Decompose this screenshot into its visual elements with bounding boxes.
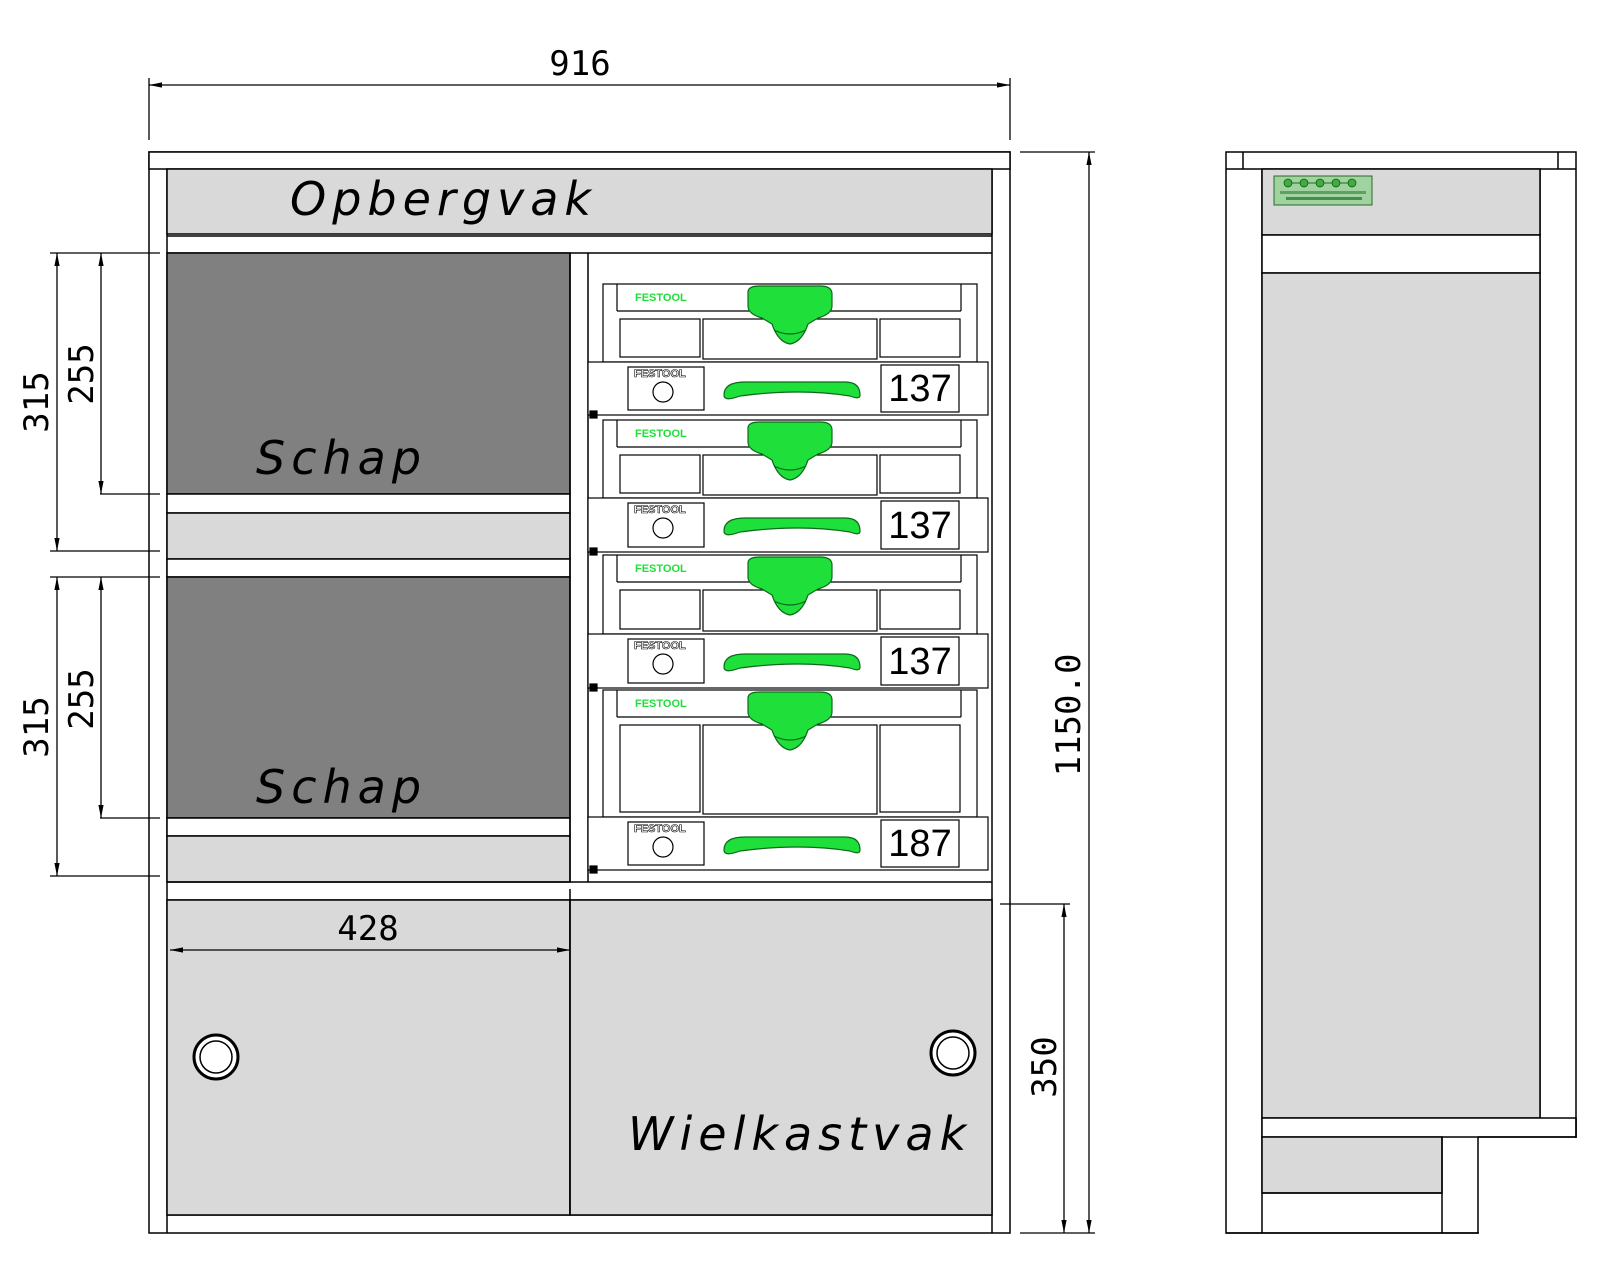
dimension-lines [50,78,1095,1234]
festool-brand-top: FESTOOL [635,292,687,304]
door-knob-left [192,1033,240,1081]
festool-brand-top: FESTOOL [635,698,687,710]
top-handle-icon [747,285,833,345]
label-shelf-bottom: Schap [256,760,427,814]
festool-brand-front: FESTOOL [634,640,686,652]
systainer-3: FESTOOL FESTOOL 137 [587,554,989,692]
festool-brand-front: FESTOOL [634,368,686,380]
wheel-bay-right-door [569,899,993,1216]
front-handle-icon [723,653,861,672]
front-handle-icon [723,836,861,855]
label-shelf-top: Schap [256,431,427,485]
label-wheel-bay: Wielkastvak [628,1107,972,1161]
side-view [1225,151,1577,1234]
storage-compartment [166,168,993,235]
systainer-size-label: 137 [888,505,951,547]
label-storage: Opbergvak [290,172,597,226]
top-handle-icon [747,691,833,751]
front-handle-icon [723,517,861,536]
dim-total-height: 1150.0 [1049,654,1089,777]
door-knob-right [929,1029,977,1077]
systainer-1: FESTOOL FESTOOL 137 [587,283,989,419]
festool-brand-front: FESTOOL [634,823,686,835]
front-handle-icon [723,381,861,400]
side-wheel-box [1261,1136,1443,1194]
systainer-size-label: 137 [888,641,951,683]
shelf-top-panel [166,252,571,495]
festool-brand-front: FESTOOL [634,504,686,516]
systainer-size-label: 187 [888,823,951,865]
top-handle-icon [747,556,833,616]
dim-wheel-bay-height: 350 [1025,1036,1065,1097]
dim-shelf-clear-top: 255 [62,343,102,404]
shelf-bottom-drawer [166,835,571,883]
festool-brand-top: FESTOOL [635,428,687,440]
shelf-bottom-panel [166,576,571,819]
top-handle-icon [747,421,833,481]
company-logo-icon [1273,175,1373,206]
festool-brand-top: FESTOOL [635,563,687,575]
systainer-4: FESTOOL FESTOOL 187 [587,689,989,874]
dim-shelf-pitch-top: 315 [17,371,57,432]
dim-shelf-pitch-bottom: 315 [17,696,57,757]
systainer-2: FESTOOL FESTOOL 137 [587,419,989,556]
side-main-panel [1261,272,1541,1119]
dim-shelf-clear-bottom: 255 [62,668,102,729]
cabinet-top-panel [148,151,1011,170]
shelf-top-drawer [166,512,571,560]
dim-total-width: 916 [549,44,610,84]
dim-half-width: 428 [337,909,398,949]
systainer-size-label: 137 [888,368,951,410]
